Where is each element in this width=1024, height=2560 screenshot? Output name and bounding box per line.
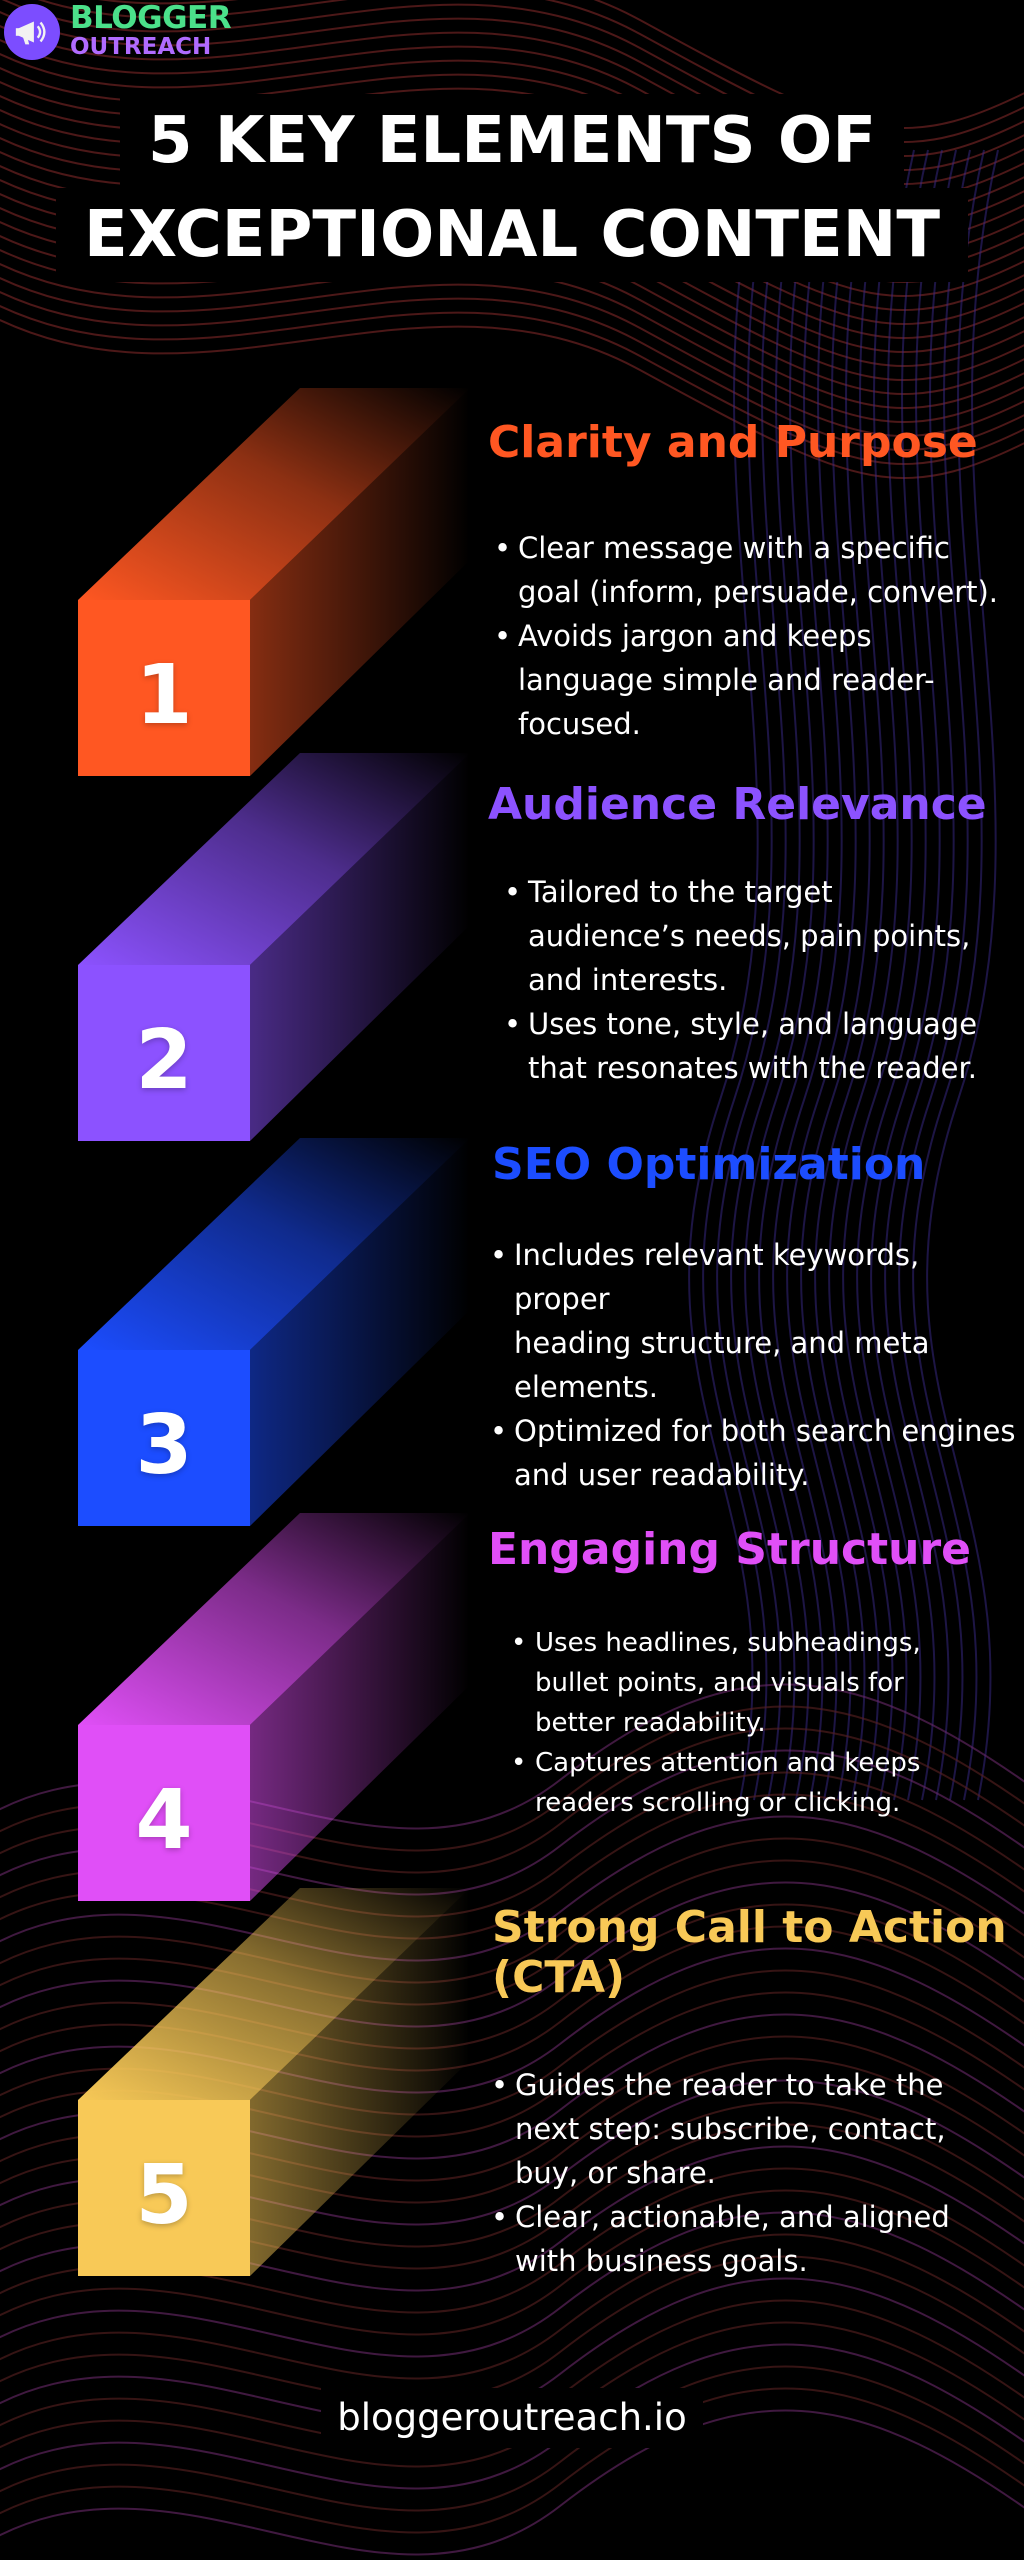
bullet-line: heading structure, and meta bbox=[514, 1326, 930, 1360]
bullet-line: bullet points, and visuals for bbox=[535, 1668, 904, 1698]
heading-line: Strong Call to Action bbox=[492, 1902, 1007, 1953]
bullet-line: elements. bbox=[514, 1370, 658, 1404]
bullet-point: Uses headlines, subheadings, bullet point… bbox=[505, 1623, 921, 1743]
bullet-line: with business goals. bbox=[515, 2244, 808, 2278]
element-heading-4: Engaging Structure bbox=[488, 1525, 971, 1575]
step-number-2: 2 bbox=[135, 1013, 193, 1108]
step-number-3: 3 bbox=[135, 1398, 193, 1493]
bullet-line: language simple and reader- bbox=[518, 663, 935, 697]
footer-url: bloggeroutreach.io bbox=[321, 2388, 703, 2448]
step-bar-2 bbox=[78, 735, 468, 1141]
step-bar-1 bbox=[78, 370, 468, 776]
title-line-2: EXCEPTIONAL CONTENT bbox=[56, 188, 968, 282]
heading-line: Audience Relevance bbox=[488, 779, 987, 830]
bullet-line: Optimized for both search engines bbox=[514, 1414, 1016, 1448]
bullet-point: Clear message with a specific goal (infor… bbox=[488, 526, 998, 614]
megaphone-icon bbox=[4, 4, 60, 60]
bullet-point: Captures attention and keeps readers scro… bbox=[505, 1743, 921, 1823]
bullet-line: next step: subscribe, contact, bbox=[515, 2112, 946, 2146]
bullet-line: Includes relevant keywords, proper bbox=[514, 1238, 920, 1316]
heading-line: (CTA) bbox=[492, 1952, 626, 2003]
bullet-line: and user readability. bbox=[514, 1458, 810, 1492]
bullet-line: focused. bbox=[518, 707, 641, 741]
logo: BLOGGER OUTREACH bbox=[0, 0, 232, 64]
element-heading-2: Audience Relevance bbox=[488, 780, 987, 830]
step-number-4: 4 bbox=[135, 1773, 193, 1868]
bullet-line: that resonates with the reader. bbox=[528, 1051, 977, 1085]
heading-line: Engaging Structure bbox=[488, 1524, 972, 1575]
bullet-line: Uses headlines, subheadings, bbox=[535, 1628, 921, 1658]
step-number-1: 1 bbox=[135, 648, 193, 743]
bullet-point: Uses tone, style, and language that reson… bbox=[498, 1002, 977, 1090]
bullet-list-1: Clear message with a specific goal (infor… bbox=[488, 526, 998, 746]
step-bar-4 bbox=[78, 1495, 468, 1901]
bullet-list-5: Guides the reader to take the next step: … bbox=[485, 2063, 950, 2283]
bullet-line: readers scrolling or clicking. bbox=[535, 1788, 901, 1818]
bullet-line: buy, or share. bbox=[515, 2156, 716, 2190]
bullet-line: and interests. bbox=[528, 963, 728, 997]
bullet-point: Clear, actionable, and aligned with busin… bbox=[485, 2195, 950, 2283]
logo-text-blogger: BLOGGER bbox=[70, 0, 232, 36]
bullet-line: Clear, actionable, and aligned bbox=[515, 2200, 950, 2234]
element-heading-3: SEO Optimization bbox=[492, 1140, 925, 1190]
footer: bloggeroutreach.io bbox=[0, 2388, 1024, 2448]
bullet-point: Optimized for both search engines and use… bbox=[484, 1409, 1024, 1497]
title-line-1: 5 KEY ELEMENTS OF bbox=[119, 94, 905, 188]
page-title: 5 KEY ELEMENTS OF EXCEPTIONAL CONTENT bbox=[0, 94, 1024, 282]
bullet-line: Captures attention and keeps bbox=[535, 1748, 921, 1778]
element-heading-5: Strong Call to Action(CTA) bbox=[492, 1903, 1007, 2003]
bullet-line: Clear message with a specific bbox=[518, 531, 950, 565]
bullet-line: audience’s needs, pain points, bbox=[528, 919, 971, 953]
bullet-line: Guides the reader to take the bbox=[515, 2068, 944, 2102]
bullet-line: better readability. bbox=[535, 1708, 766, 1738]
bullet-list-3: Includes relevant keywords, proper headin… bbox=[484, 1233, 1024, 1497]
bullet-point: Includes relevant keywords, proper headin… bbox=[484, 1233, 1024, 1409]
bullet-list-2: Tailored to the target audience’s needs, … bbox=[498, 870, 977, 1090]
step-bar-5 bbox=[78, 1870, 468, 2276]
bullet-line: Uses tone, style, and language bbox=[528, 1007, 978, 1041]
bullet-line: goal (inform, persuade, convert). bbox=[518, 575, 999, 609]
heading-line: SEO Optimization bbox=[492, 1139, 926, 1190]
bullet-list-4: Uses headlines, subheadings, bullet point… bbox=[505, 1623, 921, 1823]
bullet-point: Avoids jargon and keeps language simple a… bbox=[488, 614, 998, 746]
bullet-point: Guides the reader to take the next step: … bbox=[485, 2063, 950, 2195]
heading-line: Clarity and Purpose bbox=[488, 417, 978, 468]
bullet-line: Tailored to the target bbox=[528, 875, 833, 909]
step-bar-3 bbox=[78, 1120, 468, 1526]
logo-text-outreach: OUTREACH bbox=[70, 34, 212, 60]
bullet-line: Avoids jargon and keeps bbox=[518, 619, 872, 653]
bullet-point: Tailored to the target audience’s needs, … bbox=[498, 870, 977, 1002]
step-number-5: 5 bbox=[135, 2148, 193, 2243]
element-heading-1: Clarity and Purpose bbox=[488, 418, 978, 468]
